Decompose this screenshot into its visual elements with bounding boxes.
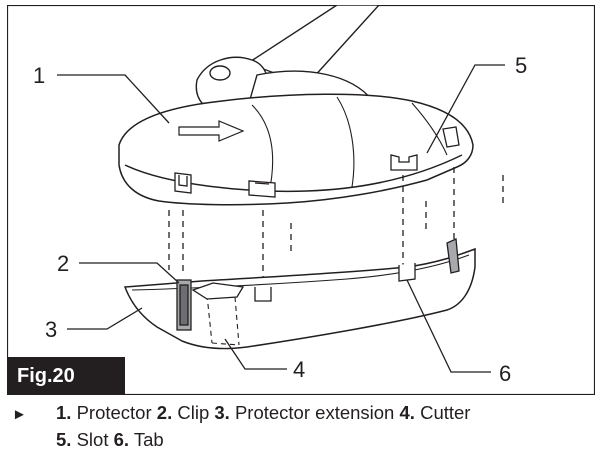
caption-text: Protector xyxy=(76,402,152,423)
figure-caption: ► 1. Protector 2. Clip 3. Protector exten… xyxy=(12,400,602,452)
bullet-icon: ► xyxy=(12,406,27,423)
clip-top xyxy=(174,172,276,198)
callout-6: 6 xyxy=(499,361,511,386)
caption-text: Cutter xyxy=(420,402,471,423)
caption-text: Clip xyxy=(177,402,210,423)
caption-text: Protector extension xyxy=(234,402,395,423)
rotation-arrow xyxy=(178,120,245,142)
caption-num: 4. xyxy=(399,402,415,423)
callout-1: 1 xyxy=(33,63,45,88)
tabs xyxy=(254,238,460,302)
caption-num: 6. xyxy=(113,429,130,450)
slot xyxy=(390,126,460,171)
protector xyxy=(118,93,474,206)
caption-num: 5. xyxy=(56,429,72,450)
callout-3: 3 xyxy=(45,317,57,342)
figure-label: Fig.20 xyxy=(7,357,125,395)
callout-2: 2 xyxy=(57,251,69,276)
callout-5: 5 xyxy=(515,53,527,78)
caption-num: 2. xyxy=(156,402,173,423)
alignment-lines xyxy=(168,167,504,285)
protector-assembly-diagram: 1 2 3 4 5 6 xyxy=(7,5,595,395)
callout-4: 4 xyxy=(293,357,305,382)
caption-row-2: 5. Slot 6. Tab xyxy=(12,427,602,452)
cutter xyxy=(191,282,245,300)
caption-num: 3. xyxy=(214,402,230,423)
caption-num: 1. xyxy=(56,402,72,423)
leader-lines xyxy=(57,64,505,373)
caption-row-1: ► 1. Protector 2. Clip 3. Protector exten… xyxy=(12,400,602,427)
figure-frame xyxy=(7,5,595,395)
caption-text: Slot xyxy=(76,429,109,450)
clip xyxy=(176,279,192,331)
caption-text: Tab xyxy=(133,429,164,450)
